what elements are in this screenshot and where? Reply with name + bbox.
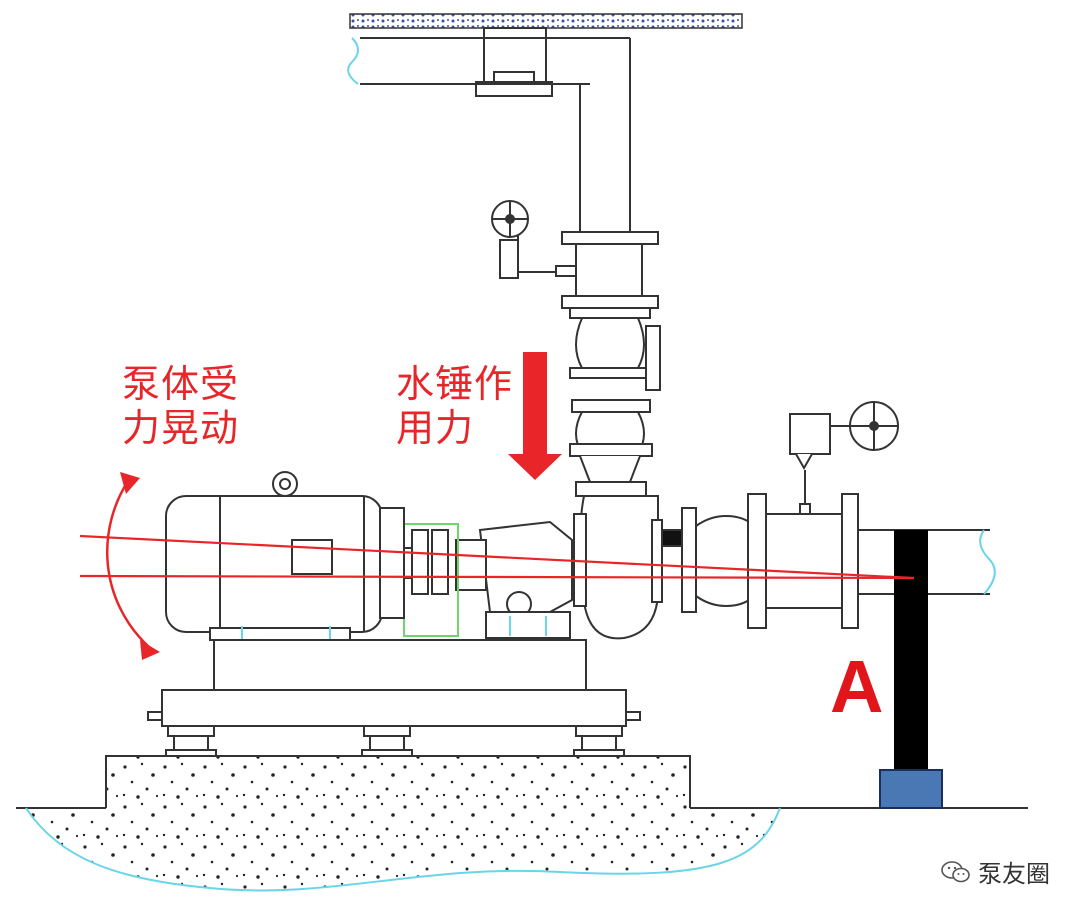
upper-gate-valve bbox=[491, 200, 659, 309]
coupling bbox=[397, 523, 459, 637]
ceiling-slab bbox=[349, 13, 743, 29]
watermark-text: 泵友圈 bbox=[978, 860, 1050, 888]
upper-pipe bbox=[347, 27, 631, 232]
pump-sway-label-line1: 泵体受 bbox=[122, 362, 240, 406]
water-hammer-label: 水锤作 用力 bbox=[396, 362, 513, 450]
check-valve bbox=[569, 307, 661, 497]
water-hammer-label-line2: 用力 bbox=[396, 406, 475, 450]
concrete-foundation bbox=[16, 755, 1028, 892]
pump-sway-label-line2: 力晃动 bbox=[122, 406, 240, 450]
pipe-support bbox=[879, 530, 943, 809]
support-label: A bbox=[830, 645, 884, 728]
water-hammer-force-arrow bbox=[508, 352, 562, 480]
watermark: 泵友圈 bbox=[940, 854, 1050, 889]
outlet-pipe bbox=[661, 401, 996, 629]
pump-casing bbox=[455, 495, 663, 640]
pump-sway-label: 泵体受 力晃动 bbox=[122, 362, 239, 450]
wechat-icon bbox=[941, 860, 970, 882]
water-hammer-label-line1: 水锤作 bbox=[396, 362, 514, 406]
motor bbox=[165, 471, 405, 641]
vibration-isolator bbox=[361, 725, 413, 757]
sway-arrow bbox=[106, 472, 160, 660]
baseplate bbox=[147, 639, 641, 757]
vibration-isolator bbox=[573, 725, 625, 757]
vibration-isolator bbox=[165, 725, 217, 757]
sway-lines bbox=[79, 534, 915, 580]
